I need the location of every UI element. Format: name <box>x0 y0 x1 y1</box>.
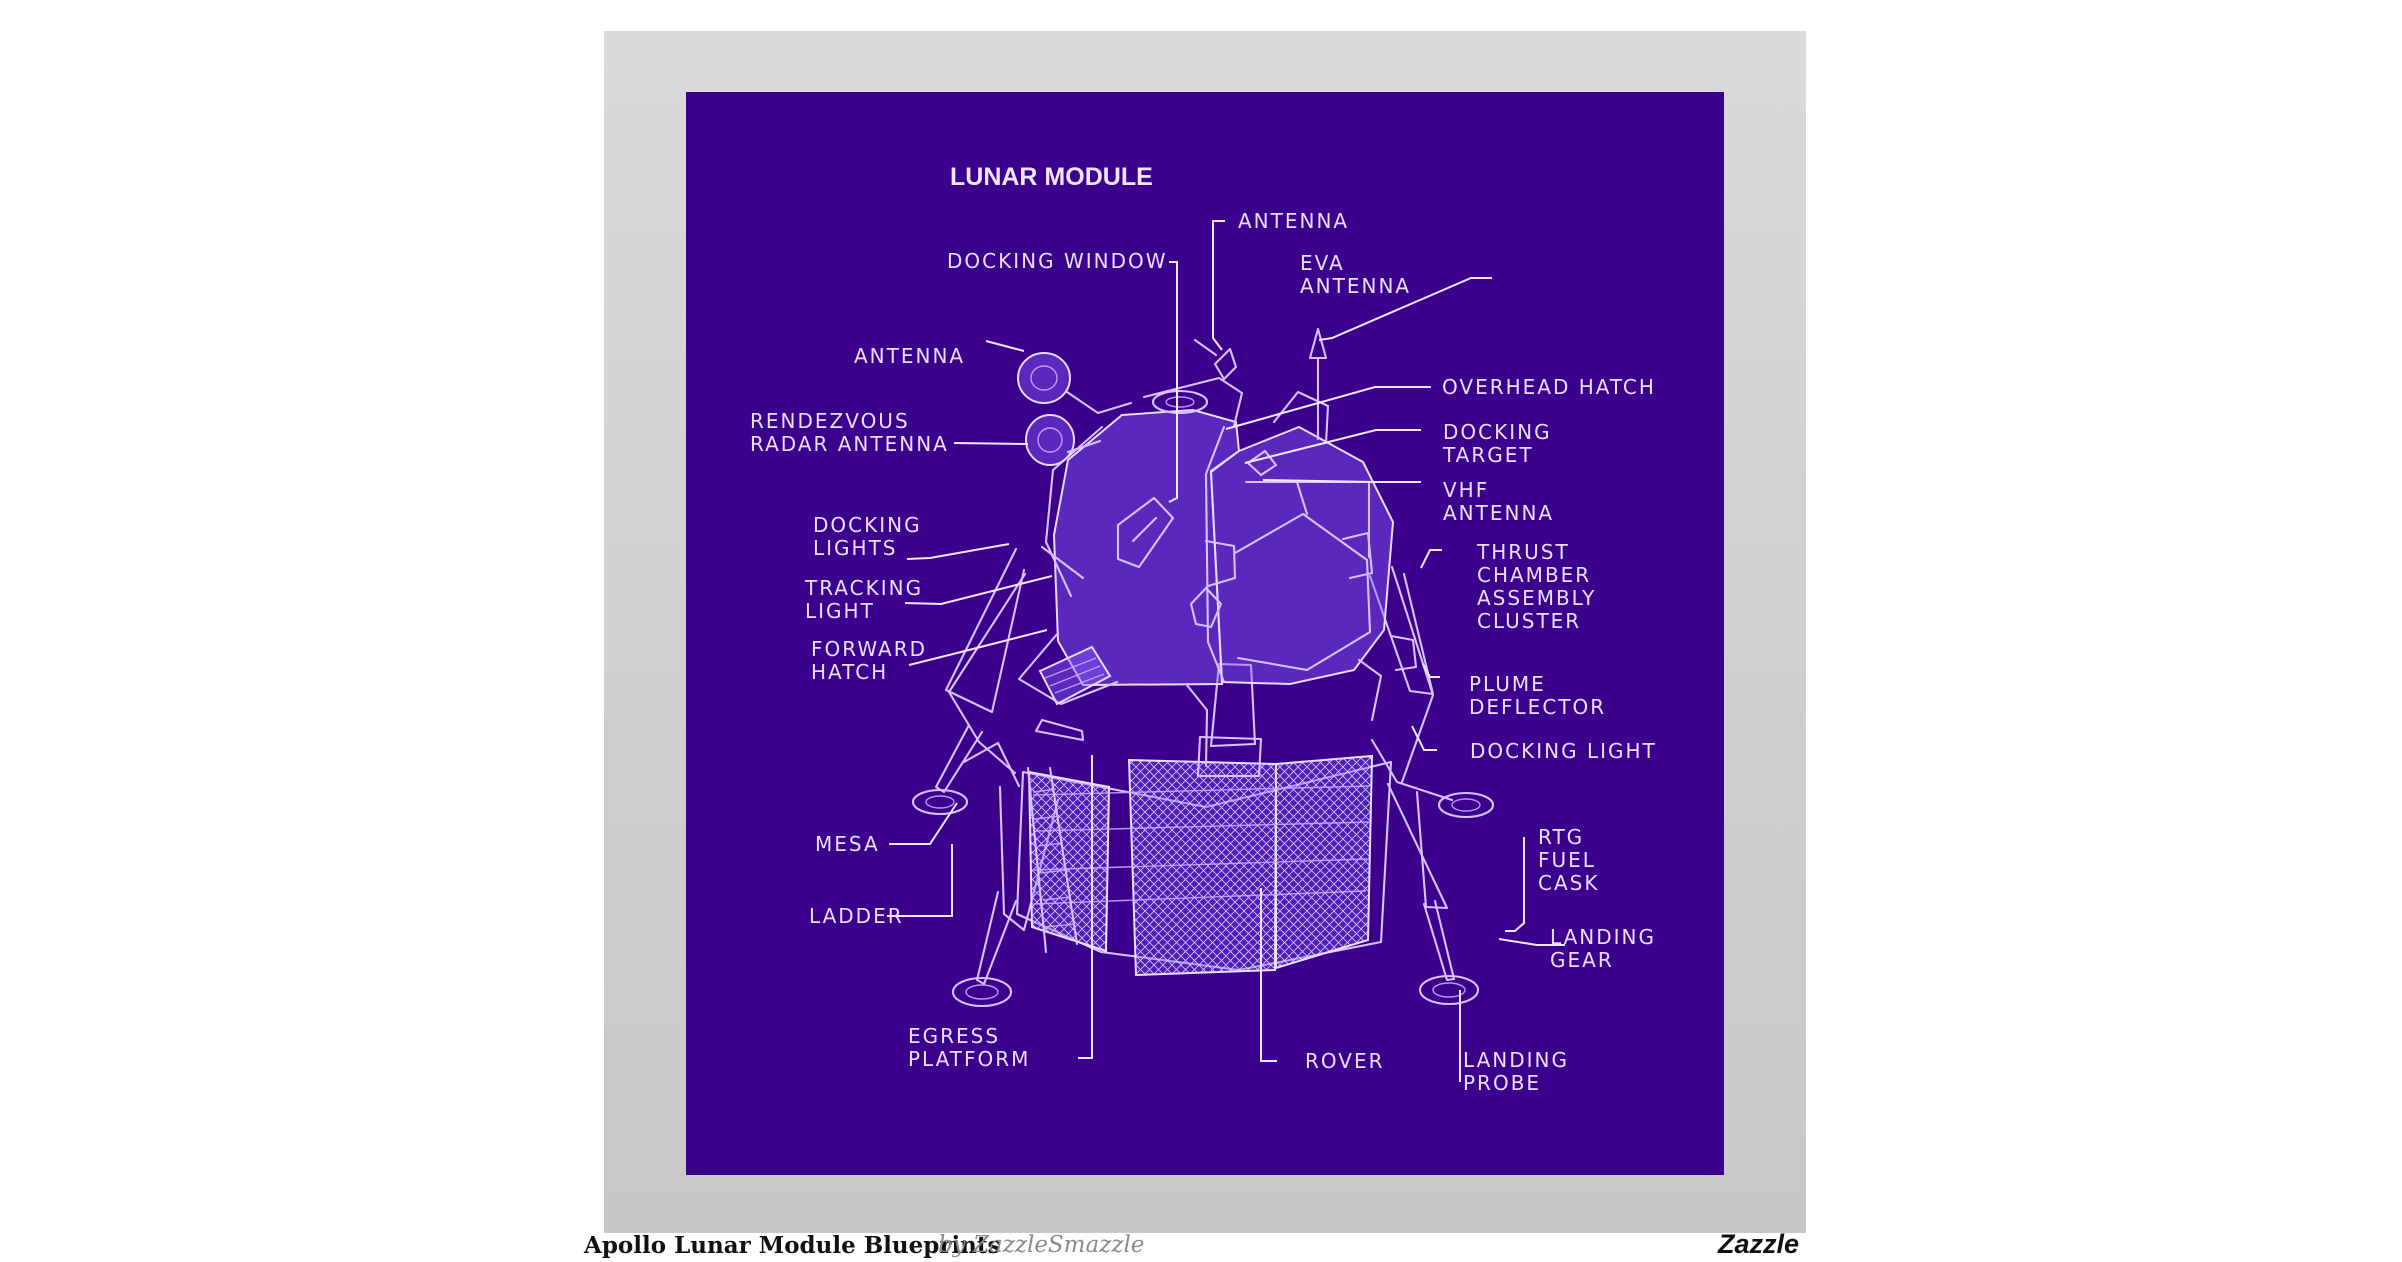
label-plume-deflector-line-1: PLUME <box>1469 672 1546 696</box>
label-docking-lights-line-1: DOCKING <box>813 513 922 537</box>
label-thrust-chamber-line-1: THRUST <box>1476 540 1570 564</box>
label-landing-probe-line-1: LANDING <box>1463 1048 1569 1072</box>
label-eva-antenna-line-1: EVA <box>1300 251 1345 275</box>
label-plume-deflector-line-2: DEFLECTOR <box>1469 695 1606 719</box>
antennas <box>1017 327 1328 477</box>
label-rover: ROVER <box>1305 1049 1385 1073</box>
label-thrust-chamber-line-4: CLUSTER <box>1477 609 1581 633</box>
label-ladder: LADDER <box>809 904 904 928</box>
label-docking-target-line-1: DOCKING <box>1443 420 1552 444</box>
product-byline[interactable]: by ZazzleSmazzle <box>938 1232 1145 1258</box>
label-forward-hatch-line-1: FORWARD <box>811 637 927 661</box>
label-tracking-light-line-2: LIGHT <box>805 599 875 623</box>
label-rendezvous-radar-line-2: RADAR ANTENNA <box>750 432 949 456</box>
label-overhead-hatch: OVERHEAD HATCH <box>1442 375 1656 399</box>
label-mesa: MESA <box>815 832 880 856</box>
label-rtg-line-2: FUEL <box>1538 848 1596 872</box>
label-egress-platform-line-2: PLATFORM <box>908 1047 1030 1071</box>
label-landing-probe-line-2: PROBE <box>1463 1071 1541 1095</box>
label-vhf-antenna-line-2: ANTENNA <box>1443 501 1554 525</box>
label-landing-gear-line-2: GEAR <box>1550 948 1614 972</box>
poster-print: LUNAR MODULE <box>686 92 1724 1175</box>
diagram-title: LUNAR MODULE <box>950 163 1153 191</box>
ascent-stage <box>1017 376 1418 954</box>
label-vhf-antenna-line-1: VHF <box>1443 478 1489 502</box>
label-docking-window: DOCKING WINDOW <box>947 249 1168 273</box>
label-forward-hatch-line-2: HATCH <box>811 660 888 684</box>
label-rendezvous-radar-line-1: RENDEZVOUS <box>750 409 910 433</box>
label-docking-target-line-2: TARGET <box>1442 443 1534 467</box>
label-antenna-left: ANTENNA <box>854 344 965 368</box>
lunar-module-illustration <box>887 220 1565 1082</box>
lunar-module-diagram: LUNAR MODULE <box>750 163 1657 1095</box>
leader-lines <box>887 220 1565 1082</box>
landing-gear-structure <box>911 547 1495 1008</box>
label-landing-gear-line-1: LANDING <box>1550 925 1656 949</box>
label-docking-lights-line-2: LIGHTS <box>813 536 898 560</box>
label-rtg-line-3: CASK <box>1538 871 1599 895</box>
label-rtg-line-1: RTG <box>1538 825 1584 849</box>
product-title[interactable]: Apollo Lunar Module Blueprints <box>584 1232 1001 1259</box>
descent-stage <box>1015 662 1393 977</box>
label-antenna-top: ANTENNA <box>1238 209 1349 233</box>
label-tracking-light-line-1: TRACKING <box>804 576 923 600</box>
label-egress-platform-line-1: EGRESS <box>908 1024 1000 1048</box>
label-thrust-chamber-line-3: ASSEMBLY <box>1477 586 1596 610</box>
label-thrust-chamber-line-2: CHAMBER <box>1477 563 1591 587</box>
label-eva-antenna-line-2: ANTENNA <box>1300 274 1411 298</box>
zazzle-logo[interactable]: Zazzle <box>1718 1229 1800 1259</box>
label-docking-light: DOCKING LIGHT <box>1470 739 1657 763</box>
callout-labels: ANTENNA EVA ANTENNA DOCKING WINDOW OVERH… <box>750 209 1657 1095</box>
